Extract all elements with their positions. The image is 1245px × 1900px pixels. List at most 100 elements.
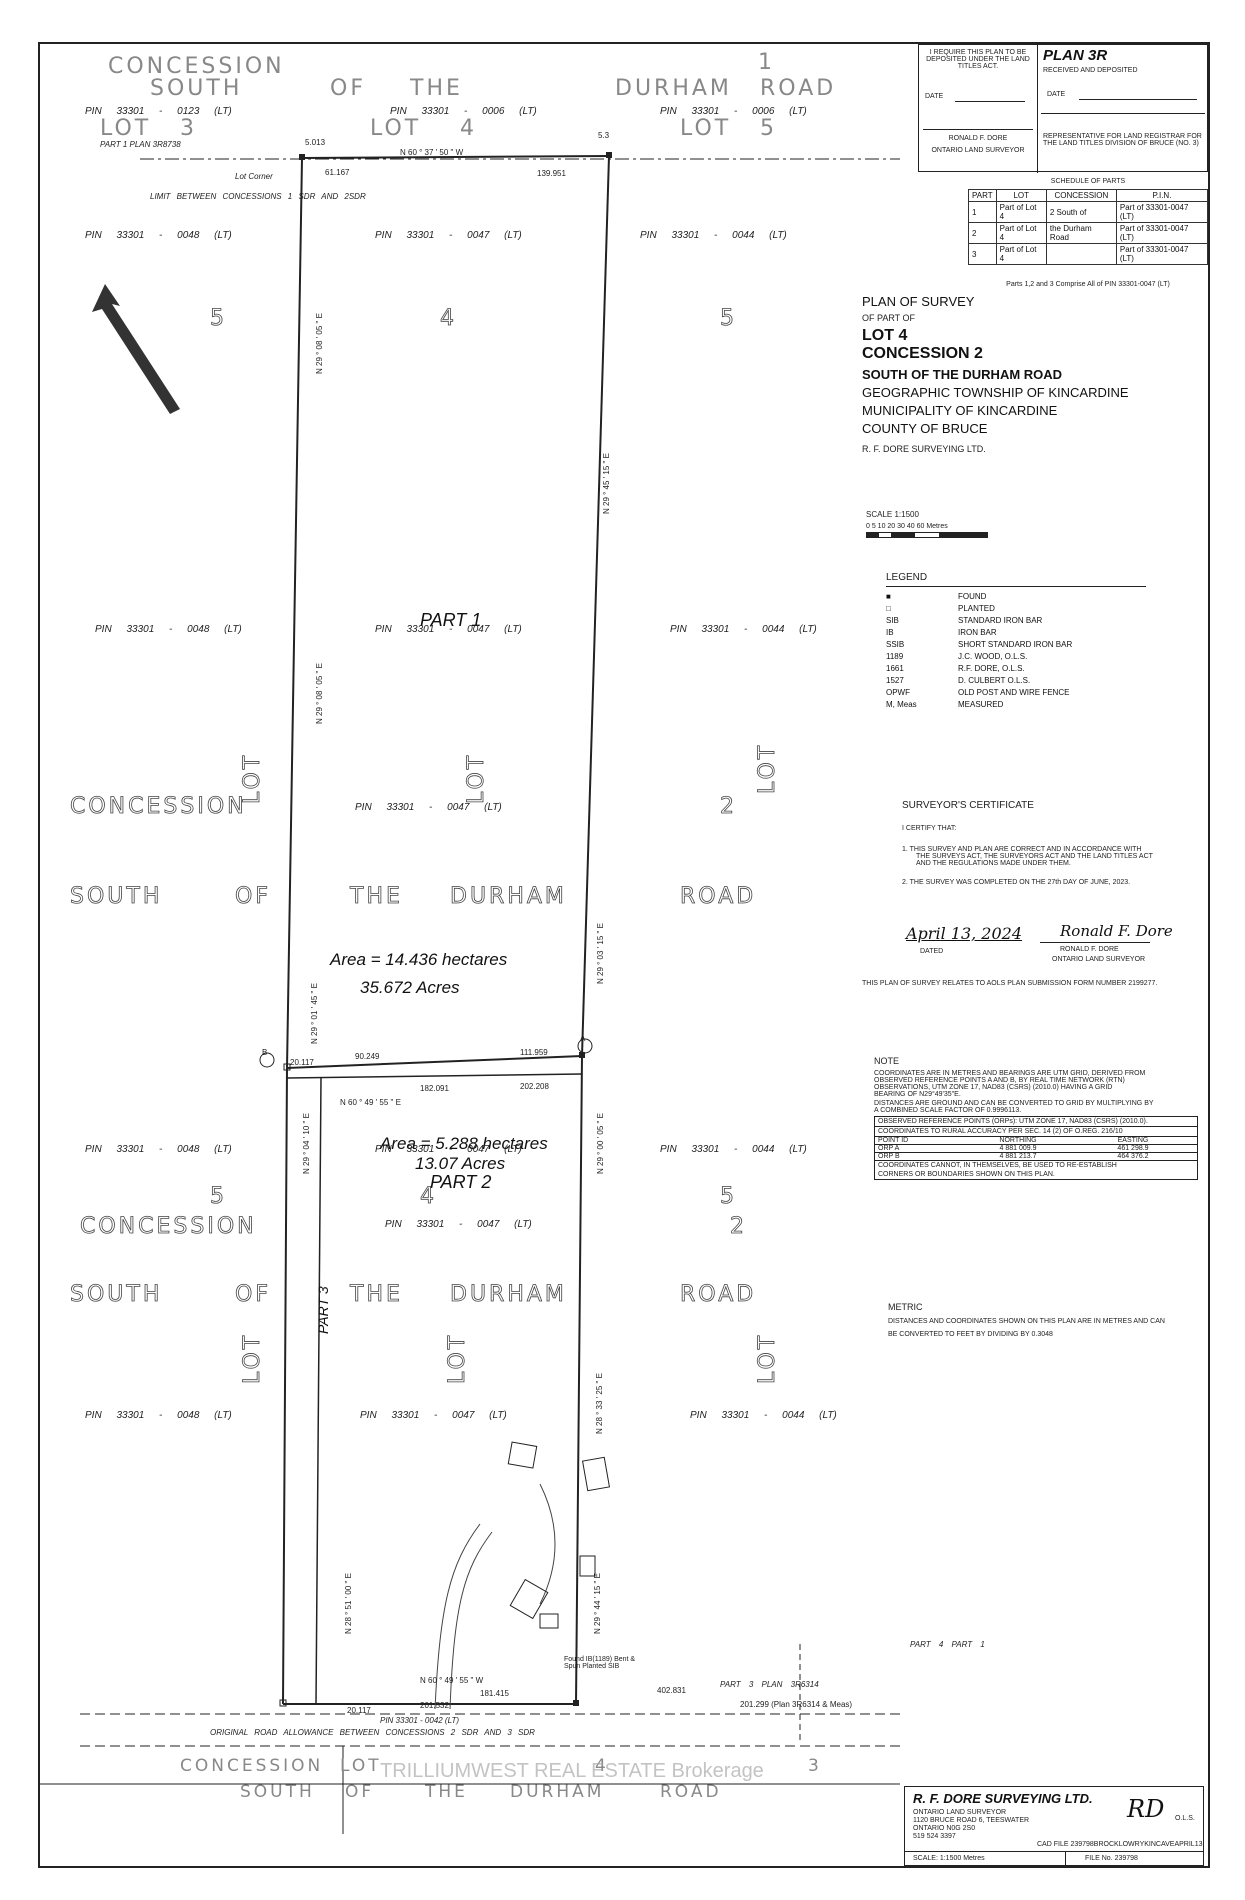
distance-label: 5.3 [598,131,610,140]
part-3-label: PART 3 [315,1286,331,1334]
lot-number-overlay: 4 [420,1184,437,1210]
lot-label-vertical: LOT [755,1332,781,1384]
lot-number: 3 [808,1756,822,1776]
pin-label: PIN 33301 - 0044 (LT) [660,1144,807,1155]
distance-label: 139.951 [537,169,566,178]
pin-label: PIN 33301 - 0048 (LT) [85,230,232,241]
scale-ticks: 0 5 10 20 30 40 60 Metres [866,523,948,530]
lot-number-overlay: 5 [210,1184,227,1210]
plan-number: PLAN 3R [1043,47,1108,64]
distance-label: 201.532 [420,1701,449,1710]
plan-concession: CONCESSION 2 [862,345,983,362]
part-3-plan-label: PART 3 PLAN 3R6314 [720,1680,819,1689]
received-label: RECEIVED AND DEPOSITED [1043,67,1138,74]
pin-label: PIN 33301 - 0042 (LT) [380,1716,460,1725]
road-label-durham: DURHAM [615,76,732,101]
distance-label: 20.117 [290,1058,314,1067]
road-allowance-label: ORIGINAL ROAD ALLOWANCE BETWEEN CONCESSI… [210,1728,535,1737]
table-cell: the Durham Road [1045,222,1117,244]
table-cell [1045,243,1117,265]
note-text: BEARING OF N29°49'35"E. [874,1091,961,1098]
note-text: OBSERVED REFERENCE POINTS A AND B, BY RE… [874,1077,1125,1084]
table-cell: 2 [968,222,997,244]
concession-limit-label: LIMIT BETWEEN CONCESSIONS 1 SDR AND 2SDR [150,192,366,201]
distance-label: 201.299 (Plan 3R6314 & Meas) [740,1700,853,1709]
road-label-the: THE [410,76,463,101]
found-note: Found IB(1189) Bent & Spun Planted SIB [564,1656,636,1670]
distance-label: 20.117 [347,1706,371,1715]
orp-header: OBSERVED REFERENCE POINTS (ORPs): UTM ZO… [875,1117,1197,1127]
certificate-intro: I CERTIFY THAT: [902,825,957,832]
bearing-top: N 60 ° 37 ' 50 " W [400,148,464,157]
pin-label: PIN 33301 - 0047 (LT) [375,624,522,635]
part-2-area-hectares: Area = 5.288 hectares [380,1134,548,1153]
pin-label: PIN 33301 - 0044 (LT) [640,230,787,241]
part-4-plan-label: PART 4 PART 1 [910,1640,985,1649]
distance-label: 61.167 [325,168,350,177]
distance-label: 402.831 [657,1686,686,1695]
dated-label: DATED [920,948,944,955]
table-cell: 3 [968,243,997,265]
point-a-label: A [580,1034,586,1043]
metric-title: METRIC [888,1302,923,1312]
note-title: NOTE [874,1056,900,1066]
road-label-south: SOUTH [70,884,163,910]
pin-label: PIN 33301 - 0047 (LT) [355,802,502,813]
schedule-title: SCHEDULE OF PARTS [1050,178,1126,185]
table-cell: Part of 33301-0047 (LT) [1115,201,1209,223]
table-cell: Part of 33301-0047 (LT) [1115,222,1209,244]
concession-number: 2 [730,1214,747,1240]
certificate-title: SURVEYOR'S CERTIFICATE [902,800,1034,811]
table-cell: Part of Lot 4 [995,222,1047,244]
note-text: DISTANCES ARE GROUND AND CAN BE CONVERTE… [874,1100,1154,1107]
plan-county: COUNTY OF BRUCE [862,421,988,436]
schedule-note: Parts 1,2 and 3 Comprise All of PIN 3330… [1006,281,1170,288]
pin-label: PIN 33301 - 0006 (LT) [390,106,537,117]
cad-file: CAD FILE 239798BROCKLOWRYKINCAVEAPRIL13 [1037,1841,1203,1848]
pin-label: PIN 33301 - 0047 (LT) [375,230,522,241]
footer-scale: SCALE: 1:1500 Metres [913,1855,985,1862]
plan-title: PLAN OF SURVEY [862,294,975,309]
road-label-the: THE [350,884,403,910]
table-cell: 1 [968,201,997,223]
bearing-mid: N 60 ° 49 ' 55 " E [340,1098,401,1107]
signature-name: RONALD F. DORE [1060,946,1119,953]
orp-table: OBSERVED REFERENCE POINTS (ORPs): UTM ZO… [874,1116,1198,1180]
bearing-right: N 29 ° 44 ' 15 " E [593,1573,602,1634]
road-label-road: ROAD [660,1782,722,1802]
orp-footer: COORDINATES CANNOT, IN THEMSELVES, BE US… [878,1162,1117,1169]
signed-date: April 13, 2024 [906,924,1023,943]
road-label-of: OF [330,76,366,101]
bearing-left: N 29 ° 08 ' 05 " E [315,663,324,724]
plan-firm: R. F. DORE SURVEYING LTD. [862,444,986,454]
part-1-area-hectares: Area = 14.436 hectares [330,950,508,969]
table-row: 3 Part of Lot 4 Part of 33301-0047 (LT) [968,243,1209,265]
table-row: 1 Part of Lot 4 2 South of Part of 33301… [968,201,1209,223]
firm-line: ONTARIO N0G 2S0 [913,1825,976,1832]
lot-label-vertical: LOT [240,1332,266,1384]
lot-label: LOT [370,116,422,141]
deposit-note: I REQUIRE THIS PLAN TO BE DEPOSITED UNDE… [926,49,1030,70]
watermark: TRILLIUMWEST REAL ESTATE Brokerage [380,1760,764,1782]
bearing-right: N 28 ° 33 ' 25 " E [595,1373,604,1434]
road-label-of: OF [235,1282,271,1308]
col-header: P.I.N. [1115,189,1209,202]
plan-road: SOUTH OF THE DURHAM ROAD [862,367,1063,382]
distance-label: 5.013 [305,138,326,147]
signature-title: ONTARIO LAND SURVEYOR [1052,956,1146,963]
road-label-road: ROAD [680,1282,757,1308]
road-label-concession: CONCESSION [108,54,285,79]
bearing-left: N 29 ° 04 ' 10 " E [302,1113,311,1174]
pin-label: PIN 33301 - 0044 (LT) [690,1410,837,1421]
orp-footer: CORNERS OR BOUNDARIES SHOWN ON THIS PLAN… [878,1171,1055,1178]
pin-label: PIN 33301 - 0006 (LT) [660,106,807,117]
concession-label: CONCESSION [180,1756,324,1776]
distance-label: 202.208 [520,1082,549,1091]
lot-corner-label: Lot Corner [235,172,273,181]
certificate-item: 2. THE SURVEY WAS COMPLETED ON THE 27th … [902,879,1131,886]
file-number: FILE No. 239798 [1085,1855,1138,1862]
bearing-right: N 29 ° 45 ' 15 " E [602,453,611,514]
firm-line: 1120 BRUCE ROAD 6, TEESWATER [913,1817,1030,1824]
lot-label: LOT [340,1756,382,1776]
